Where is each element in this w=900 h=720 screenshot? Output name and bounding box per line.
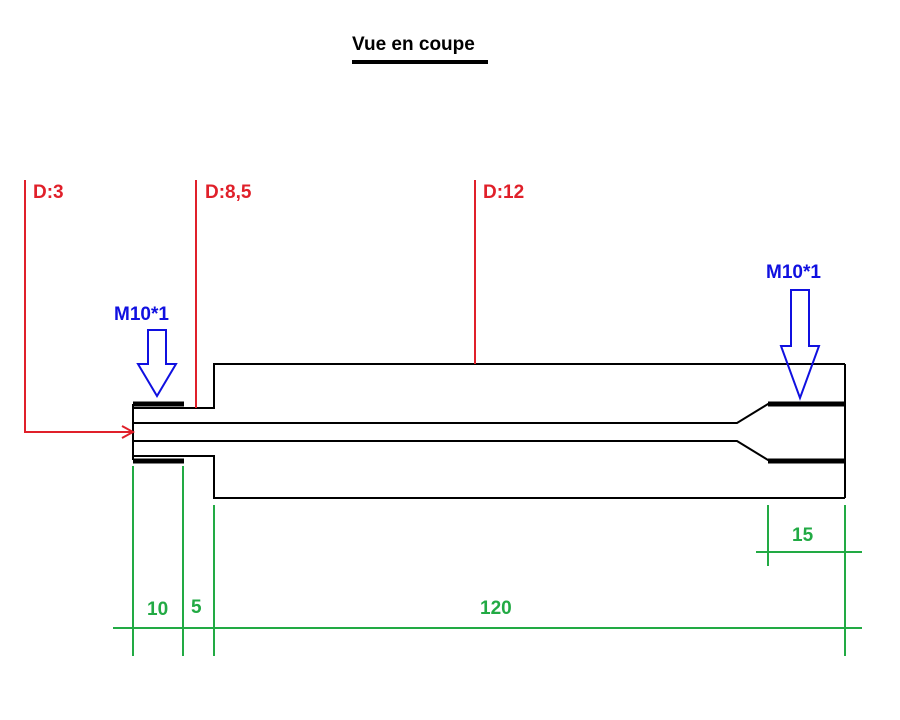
diameter-label-d85: D:8,5 (205, 182, 252, 203)
dimension-lines (113, 466, 862, 656)
thread-label-left: M10*1 (114, 304, 169, 325)
diameter-label-d3: D:3 (33, 182, 64, 203)
dimension-label-5: 5 (191, 597, 202, 618)
thread-arrow-right (779, 289, 821, 401)
dimension-label-15: 15 (792, 525, 814, 546)
dimension-label-10: 10 (147, 599, 168, 620)
diameter-label-d12: D:12 (483, 182, 524, 203)
part-outline (132, 363, 846, 499)
dimension-label-120: 120 (480, 598, 512, 619)
thread-label-right: M10*1 (766, 262, 821, 283)
thread-marks (133, 401, 845, 464)
d3-arrowhead (121, 425, 136, 439)
d3-leader (24, 180, 133, 433)
diameter-leaders (24, 180, 476, 439)
thread-arrow-left (136, 329, 178, 398)
drawing-title: Vue en coupe (352, 34, 475, 55)
